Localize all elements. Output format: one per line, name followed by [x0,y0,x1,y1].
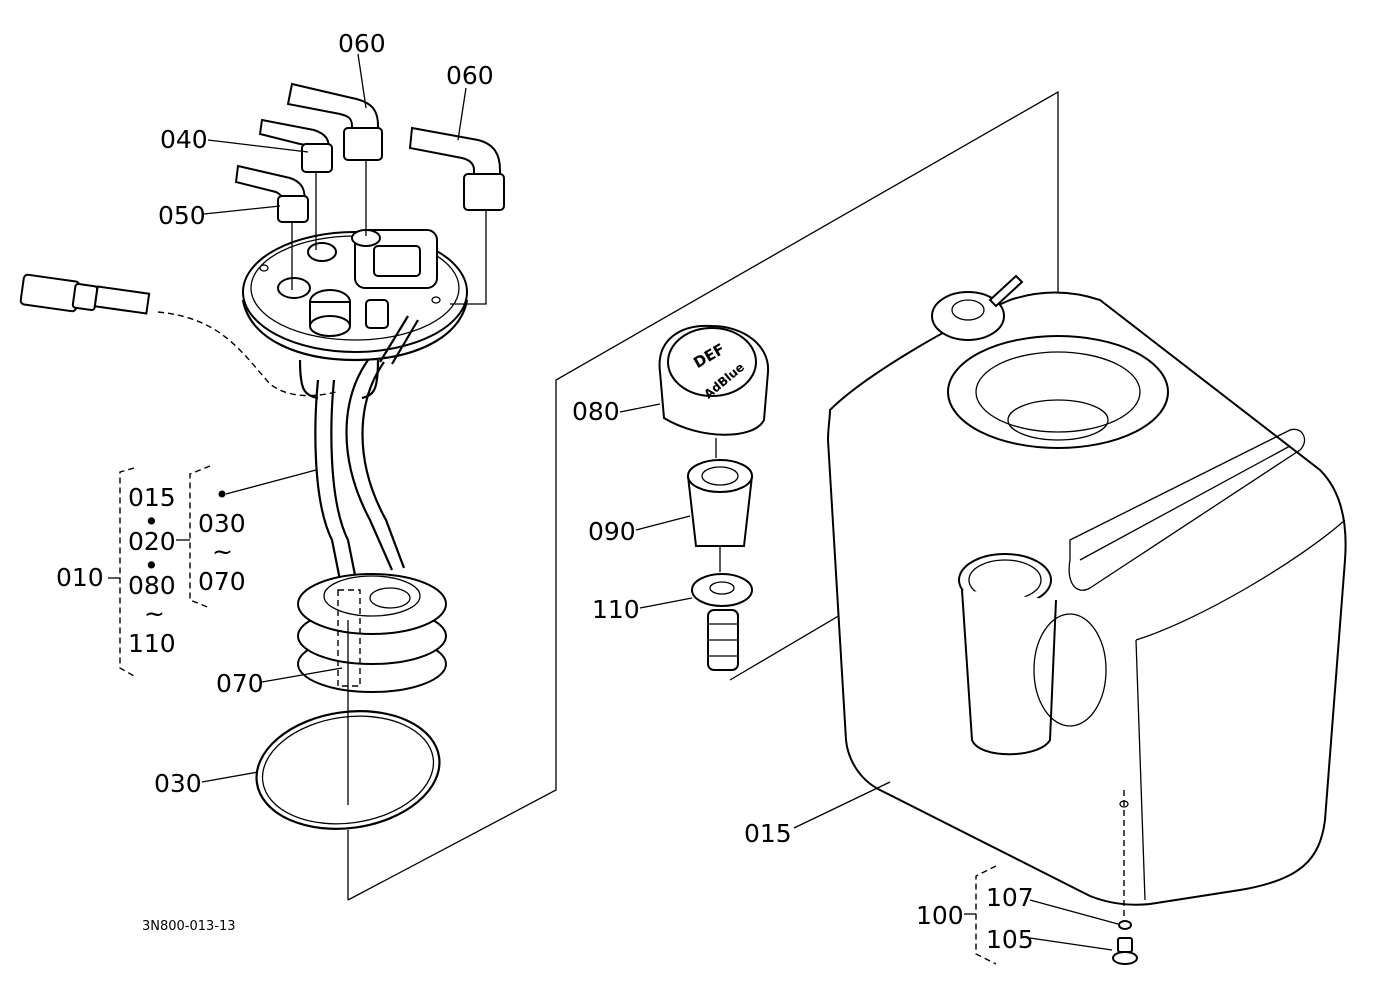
bracket-100 [964,865,997,965]
reference-dot [218,490,226,498]
label-050: 050 [158,201,206,230]
label-015: 015 [744,819,792,848]
label-015-group: 015 [128,483,176,512]
label-040: 040 [160,125,208,154]
bullet-2: • [144,551,159,580]
leader-lines [201,53,1119,951]
hoses [234,82,505,305]
label-080: 080 [572,397,620,426]
pump-sensor-unit [241,229,469,830]
label-105: 105 [986,925,1034,954]
label-070: 070 [216,669,264,698]
label-060-right: 060 [446,61,494,90]
label-010: 010 [56,563,104,592]
electrical-connector [19,273,419,397]
drain-plug [1112,920,1138,965]
label-020: 020 [128,527,176,556]
label-030: 030 [154,769,202,798]
label-110-group: 110 [128,629,176,658]
label-070-group: 070 [198,567,246,596]
label-080-group: 080 [128,571,176,600]
label-110: 110 [592,595,640,624]
label-030-group: 030 [198,509,246,538]
tilde-2: ~ [212,537,233,566]
label-060-left: 060 [338,29,386,58]
label-090: 090 [588,517,636,546]
drawing-code: 3N800-013-13 [142,919,236,934]
label-107: 107 [986,883,1034,912]
def-tank [826,274,1347,930]
filler-cap-assembly: DEF AdBlue [658,324,770,671]
bracket-010 [108,465,211,677]
label-100: 100 [916,901,964,930]
part-labels: 060 060 040 050 015 • 020 • 010 080 ~ 11… [56,29,1034,954]
bullet-1: • [144,507,159,536]
tilde-1: ~ [144,599,165,628]
